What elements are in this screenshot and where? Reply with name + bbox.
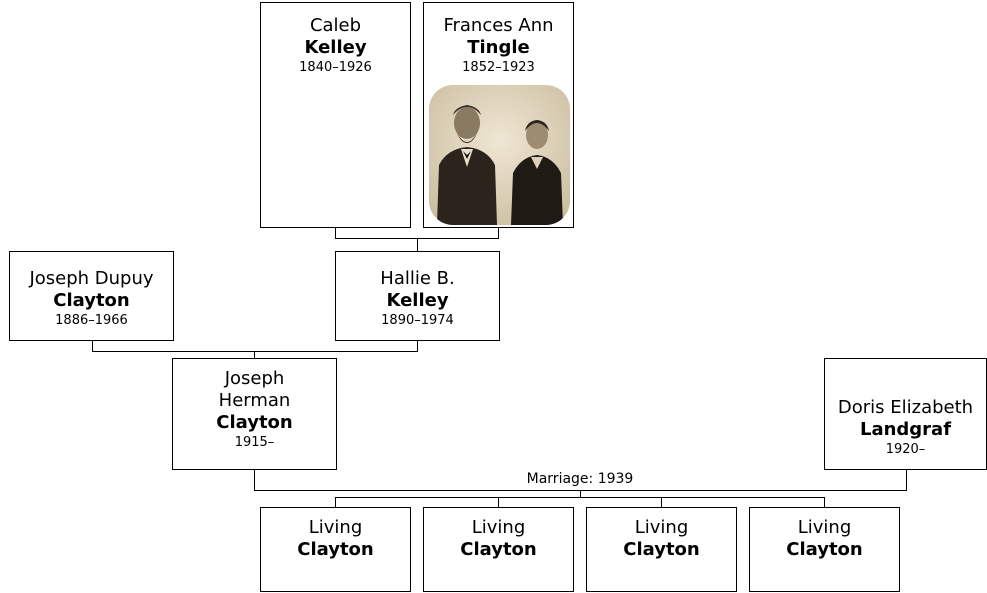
person-dates: 1840–1926	[299, 60, 372, 75]
person-given-name: Living	[471, 517, 526, 538]
person-surname: Clayton	[460, 539, 537, 560]
connector-children	[335, 497, 825, 507]
person-given-name: Frances Ann	[443, 15, 554, 36]
person-caleb-kelley[interactable]: Caleb Kelley 1840–1926	[260, 2, 411, 228]
person-frances-ann-tingle[interactable]: Frances Ann Tingle 1852–1923	[423, 2, 574, 228]
person-dates: 1915–	[234, 435, 275, 450]
person-surname: Clayton	[53, 290, 130, 311]
person-surname: Clayton	[786, 539, 863, 560]
person-joseph-herman-clayton[interactable]: Joseph Herman Clayton 1915–	[172, 358, 337, 470]
person-surname: Tingle	[467, 37, 530, 58]
person-joseph-dupuy-clayton[interactable]: Joseph Dupuy Clayton 1886–1966	[9, 251, 174, 341]
person-surname: Kelley	[386, 290, 449, 311]
connector-clayton-kelley	[92, 341, 418, 358]
person-surname: Clayton	[623, 539, 700, 560]
person-given-name: Caleb	[309, 15, 362, 36]
connector-kelley-tingle	[335, 228, 499, 251]
person-given-name: Joseph Dupuy	[29, 268, 154, 289]
person-given-name-line2: Herman	[218, 390, 291, 411]
person-given-name: Living	[797, 517, 852, 538]
person-dates: 1852–1923	[462, 60, 535, 75]
person-child-2[interactable]: Living Clayton	[423, 507, 574, 592]
person-given-name: Living	[634, 517, 689, 538]
person-surname: Landgraf	[859, 419, 952, 440]
person-child-1[interactable]: Living Clayton	[260, 507, 411, 592]
marriage-label: Marriage: 1939	[500, 470, 660, 488]
person-child-4[interactable]: Living Clayton	[749, 507, 900, 592]
person-child-3[interactable]: Living Clayton	[586, 507, 737, 592]
person-surname: Kelley	[304, 37, 367, 58]
person-dates: 1890–1974	[381, 313, 454, 328]
person-dates: 1886–1966	[55, 313, 128, 328]
person-surname: Clayton	[216, 412, 293, 433]
connector-marriage	[254, 470, 907, 498]
person-hallie-b-kelley[interactable]: Hallie B. Kelley 1890–1974	[335, 251, 500, 341]
person-given-name-line1: Joseph	[224, 368, 285, 389]
person-surname: Clayton	[297, 539, 374, 560]
portrait-photo[interactable]	[429, 85, 570, 225]
person-given-name: Living	[308, 517, 363, 538]
person-given-name: Hallie B.	[380, 268, 455, 289]
person-doris-elizabeth-landgraf[interactable]: Doris Elizabeth Landgraf 1920–	[824, 358, 987, 470]
person-given-name: Doris Elizabeth	[837, 397, 974, 418]
person-dates: 1920–	[885, 442, 926, 457]
